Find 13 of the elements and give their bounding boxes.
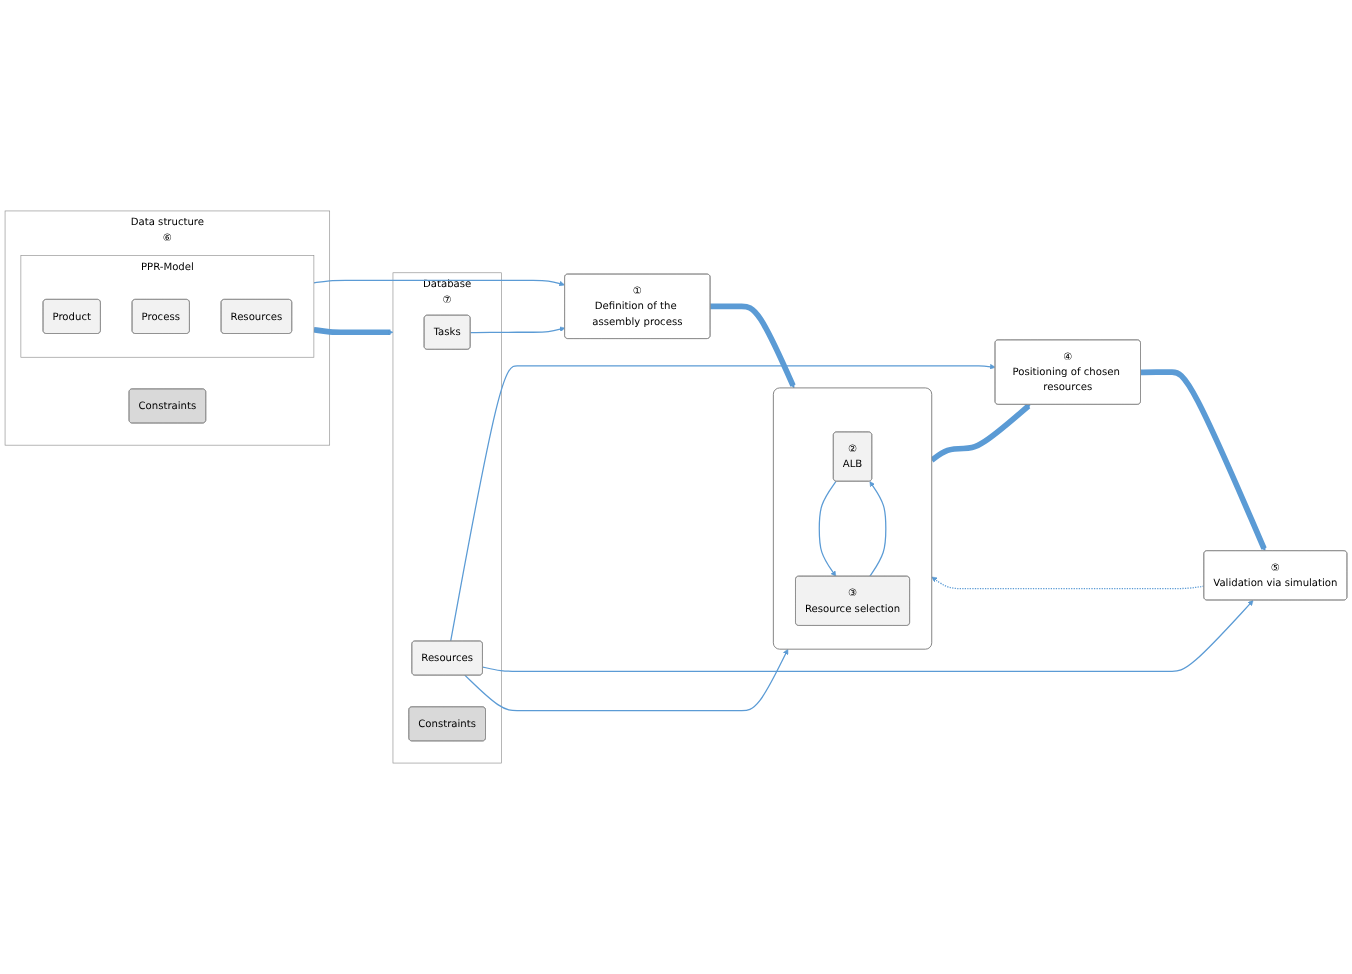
cluster: [772, 387, 933, 650]
arrow: [1140, 369, 1267, 552]
arrow: [930, 403, 1031, 463]
arrow: [464, 648, 789, 712]
arrow: [313, 279, 565, 287]
arrow: [931, 576, 1205, 590]
arrow: [469, 326, 566, 334]
arrow: [818, 480, 837, 577]
arrow: [482, 600, 1254, 672]
arrow: [450, 364, 996, 642]
arrow: [869, 481, 887, 578]
arrow: [313, 326, 394, 336]
arrow: [709, 303, 796, 389]
